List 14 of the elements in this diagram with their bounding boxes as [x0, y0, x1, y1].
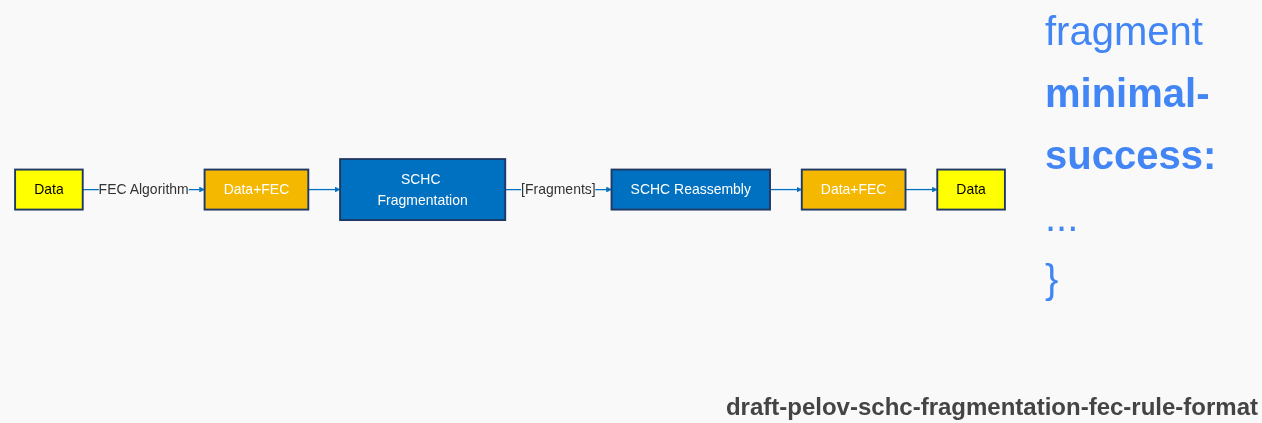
node-box: Data+FEC — [800, 169, 907, 211]
code-text: ... — [1045, 194, 1080, 241]
edge-label: [Fragments] — [521, 182, 596, 198]
code-text: fragment — [1045, 8, 1204, 55]
node-box: Data — [14, 169, 84, 211]
node-box: Data+FEC — [203, 169, 310, 211]
edge-label: FEC Algorithm — [98, 182, 189, 198]
node-box: SCHC Reassembly — [610, 169, 771, 211]
caption: draft-pelov-schc-fragmentation-fec-rule-format — [725, 393, 1258, 421]
code-text: minimal- — [1045, 70, 1211, 117]
code-text: success: — [1045, 132, 1218, 179]
code-text: } — [1045, 256, 1060, 303]
node-box: Data — [936, 169, 1006, 211]
node-box: SCHC Fragmentation — [339, 158, 507, 222]
